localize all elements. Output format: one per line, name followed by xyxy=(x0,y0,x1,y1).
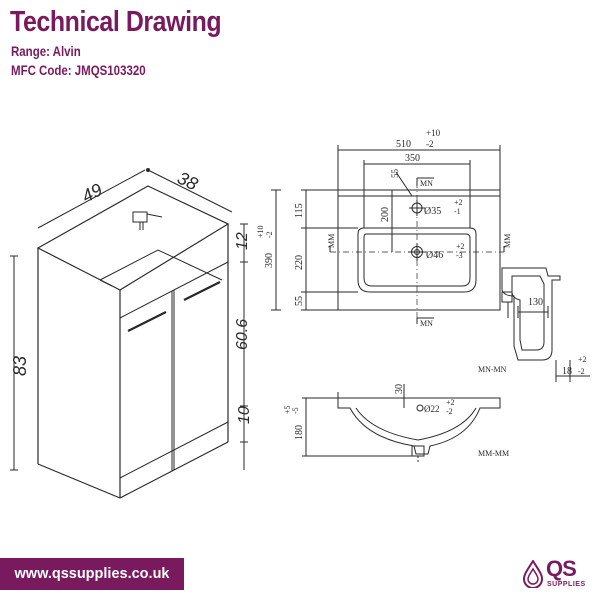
basin-back-dim: 115 xyxy=(294,203,305,218)
side-section-thickness-dim: 18 xyxy=(562,366,572,377)
logo-subtitle: SUPPLIES xyxy=(547,581,586,588)
waste-hole-diameter: Ø46 xyxy=(426,250,443,261)
section-mn-bottom-marker: MN xyxy=(420,319,433,328)
front-section-height-tol-minus: -5 xyxy=(291,407,300,414)
section-mm-right-marker: MM xyxy=(503,234,512,248)
logo-wordmark: QS xyxy=(546,556,577,581)
basin-depth-tol-plus: +10 xyxy=(256,225,265,238)
basin-front-dim: 55 xyxy=(294,296,305,306)
side-section-label: MN-MN xyxy=(478,365,507,374)
basin-depth-dim: 390 xyxy=(264,253,275,268)
cabinet-height-dim: 83 xyxy=(10,356,30,376)
tap-hole-diameter: Ø35 xyxy=(424,206,441,217)
basin-bowl-width-dim: 350 xyxy=(405,153,420,164)
range-label: Range: Alvin xyxy=(11,43,81,59)
front-section-height-dim: 180 xyxy=(294,425,305,440)
basin-overall-width-dim: 510 xyxy=(396,139,411,150)
section-mn-top-marker: MN xyxy=(420,179,433,188)
overflow-hole-tol-plus: +2 xyxy=(446,398,455,407)
basin-overall-tol-minus: -2 xyxy=(426,139,434,149)
front-section-height-tol-plus: +5 xyxy=(283,405,292,414)
waste-hole-tol-minus: -3 xyxy=(456,251,463,260)
overflow-hole-tol-minus: -2 xyxy=(446,407,453,416)
basin-overall-tol-plus: +10 xyxy=(426,128,441,138)
basin-front-section xyxy=(302,384,501,464)
basin-bowl-depth-dim: 220 xyxy=(294,255,305,270)
page-title: Technical Drawing xyxy=(10,6,222,38)
basin-plan-view xyxy=(271,145,505,324)
basin-waste-offset-dim: 55 xyxy=(390,169,400,179)
vanity-cabinet-drawing xyxy=(10,168,248,499)
cabinet-width-dim: 49 xyxy=(78,179,105,206)
side-section-tol-minus: -2 xyxy=(578,367,585,376)
basin-side-section xyxy=(501,267,590,382)
waste-hole-tol-plus: +2 xyxy=(456,242,465,251)
front-section-label: MM-MM xyxy=(478,449,509,458)
side-section-tol-plus: +2 xyxy=(578,355,587,364)
basin-depth-tol-minus: -2 xyxy=(265,231,274,238)
side-section-depth-dim: 130 xyxy=(528,297,543,308)
mfc-code-label: MFC Code: JMQS103320 xyxy=(11,62,146,78)
qs-supplies-logo: QS SUPPLIES xyxy=(522,554,594,594)
drop-logo-icon xyxy=(522,560,544,588)
cabinet-door-height-dim: 60.6 xyxy=(234,319,251,350)
cabinet-plinth-dim: 10 xyxy=(236,406,253,424)
website-link[interactable]: www.qssupplies.co.uk xyxy=(0,558,184,590)
tap-hole-tol-minus: -1 xyxy=(454,207,461,216)
tap-hole-tol-plus: +2 xyxy=(454,198,463,207)
front-section-rim-dim: 30 xyxy=(394,384,405,394)
tap-hole-offset-dim: 200 xyxy=(380,207,391,222)
cabinet-top-gap-dim: 12 xyxy=(234,232,251,250)
overflow-hole-diameter: Ø22 xyxy=(424,404,440,414)
cabinet-depth-dim: 38 xyxy=(174,168,201,195)
section-mm-left-marker: MM xyxy=(327,234,336,248)
